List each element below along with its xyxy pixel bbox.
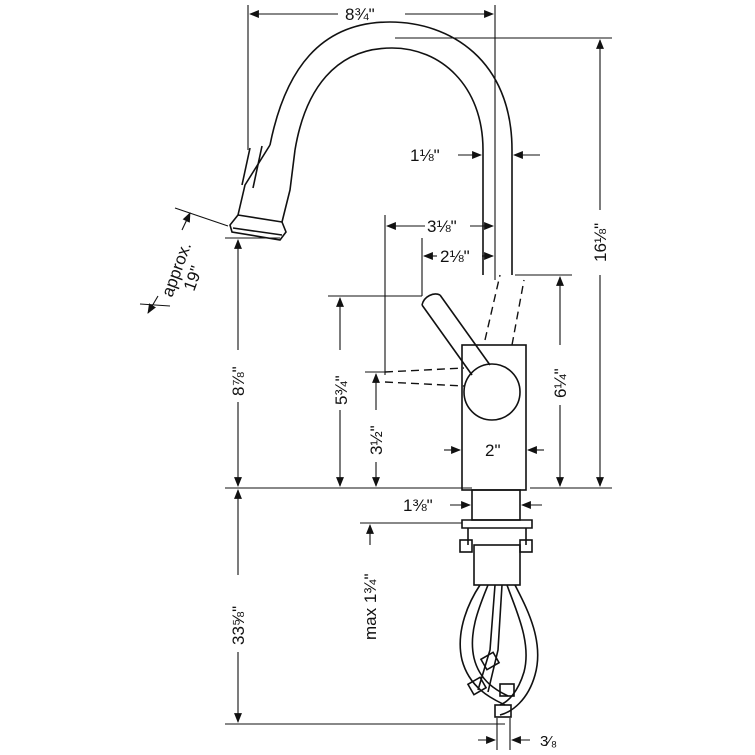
- hose-left-inner: [471, 584, 509, 697]
- hose-right-outer: [499, 584, 539, 716]
- dim-base-width: 1⅜": [403, 496, 433, 515]
- spray-head-face: [232, 227, 283, 236]
- dim-line: [147, 295, 159, 314]
- dim-line: [181, 212, 191, 231]
- dim-deck-thickness: max 1¾": [361, 573, 380, 640]
- spout-inner: [294, 47, 484, 275]
- hose-left-outer: [459, 584, 506, 706]
- dim-handle-height-left: 5¾": [332, 375, 351, 405]
- extension-line: [174, 207, 229, 227]
- mounting-nut-left: [459, 539, 473, 553]
- hose-fitting: [499, 683, 515, 697]
- hose-center: [477, 584, 503, 693]
- spout-outer: [269, 21, 513, 275]
- handle-alt-position: [384, 367, 465, 387]
- handle-lever: [421, 294, 491, 376]
- handle-hub: [463, 363, 521, 421]
- spray-head-ridge: [241, 147, 251, 186]
- extension-line: [139, 303, 171, 307]
- spout-alt-position: [484, 274, 525, 346]
- hose-right-inner: [499, 584, 527, 706]
- faucet-body: [461, 344, 527, 491]
- faucet-base: [471, 489, 521, 521]
- dim-spray-clearance: 8⅞": [229, 366, 248, 396]
- spray-head: [229, 144, 296, 241]
- dim-body-lower-height: 3½": [367, 425, 386, 455]
- dim-below-deck: 33⅝": [229, 606, 248, 645]
- dim-width-top: 8¾": [345, 5, 375, 24]
- dim-height-total: 16⅛": [591, 223, 610, 262]
- dim-body-width: 2": [485, 441, 501, 460]
- hose-fitting: [494, 704, 512, 718]
- dim-spout-width: 1⅛": [410, 146, 440, 165]
- mounting-plate: [461, 519, 533, 529]
- mounting-bolts: [467, 528, 527, 545]
- spray-head-ring: [237, 214, 283, 223]
- dim-handle-reach-short: 2⅛": [440, 247, 470, 266]
- shank: [473, 544, 521, 586]
- dim-handle-reach-long: 3⅛": [427, 217, 457, 236]
- spray-head-ridge: [252, 145, 263, 189]
- hose-fitting: [466, 676, 488, 696]
- hose-fitting: [479, 651, 501, 671]
- handle-tip: [421, 293, 441, 306]
- dim-handle-height-right: 6¼": [551, 368, 570, 398]
- dim-connector: 3⁄₈: [540, 733, 557, 750]
